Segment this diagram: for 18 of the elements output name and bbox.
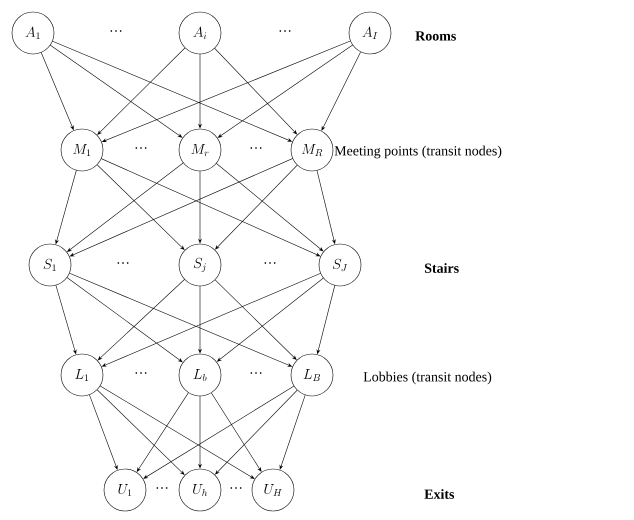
ellipsis: … [136, 372, 146, 374]
ellipsis: … [110, 30, 122, 32]
ellipsis: … [118, 262, 128, 264]
ellipsis: … [280, 30, 290, 32]
layer-heading: Stairs [424, 263, 459, 273]
arrow [70, 158, 293, 256]
ellipsis: … [264, 262, 276, 264]
ellipsis: … [136, 147, 146, 149]
arrow [218, 44, 353, 138]
ellipsis: … [250, 372, 262, 374]
layer-label: Lobbies (transit nodes) [364, 372, 492, 384]
arrow [97, 48, 186, 135]
ellipsis: … [250, 147, 262, 149]
ellipsis: … [156, 487, 168, 489]
layer-heading: Exits [424, 489, 454, 499]
layer-heading: Rooms [415, 31, 456, 41]
ellipsis: … [230, 487, 242, 489]
arrow [98, 279, 185, 360]
